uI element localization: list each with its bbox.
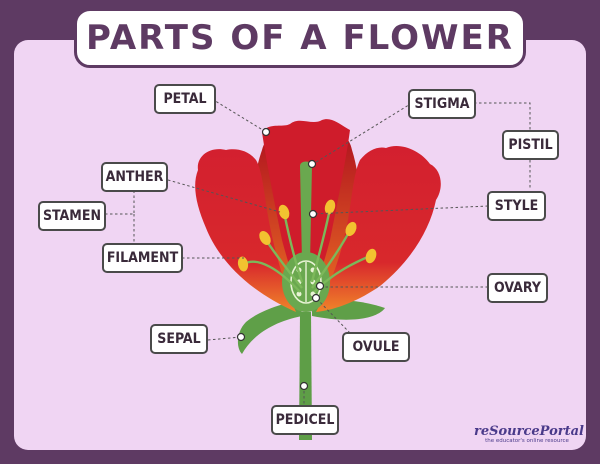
- label-anther: ANTHER: [101, 162, 168, 192]
- sepal-left: [237, 300, 302, 354]
- petal-outer-left: [195, 149, 296, 312]
- label-ovary: OVARY: [487, 273, 548, 303]
- brand-logo: reSourcePortal the educator's online res…: [474, 424, 584, 444]
- anthers: [237, 199, 377, 272]
- brand-tagline: the educator's online resource: [485, 438, 569, 444]
- label-petal: PETAL: [154, 84, 216, 114]
- label-filament: FILAMENT: [102, 243, 183, 273]
- label-sepal: SEPAL: [150, 324, 208, 354]
- leader-lines: [105, 98, 531, 406]
- brand-name: reSourcePortal: [474, 424, 584, 439]
- label-pistil: PISTIL: [502, 130, 559, 160]
- label-pedicel: PEDICEL: [271, 405, 339, 435]
- label-ovule: OVULE: [342, 332, 410, 362]
- label-stigma: STIGMA: [408, 89, 476, 119]
- petal-outer-right: [316, 145, 441, 312]
- label-stamen: STAMEN: [38, 201, 106, 231]
- style-stalk: [300, 161, 312, 262]
- marker-dots: [236, 127, 325, 391]
- page-title: PARTS OF A FLOWER: [74, 8, 526, 68]
- label-style: STYLE: [487, 191, 546, 221]
